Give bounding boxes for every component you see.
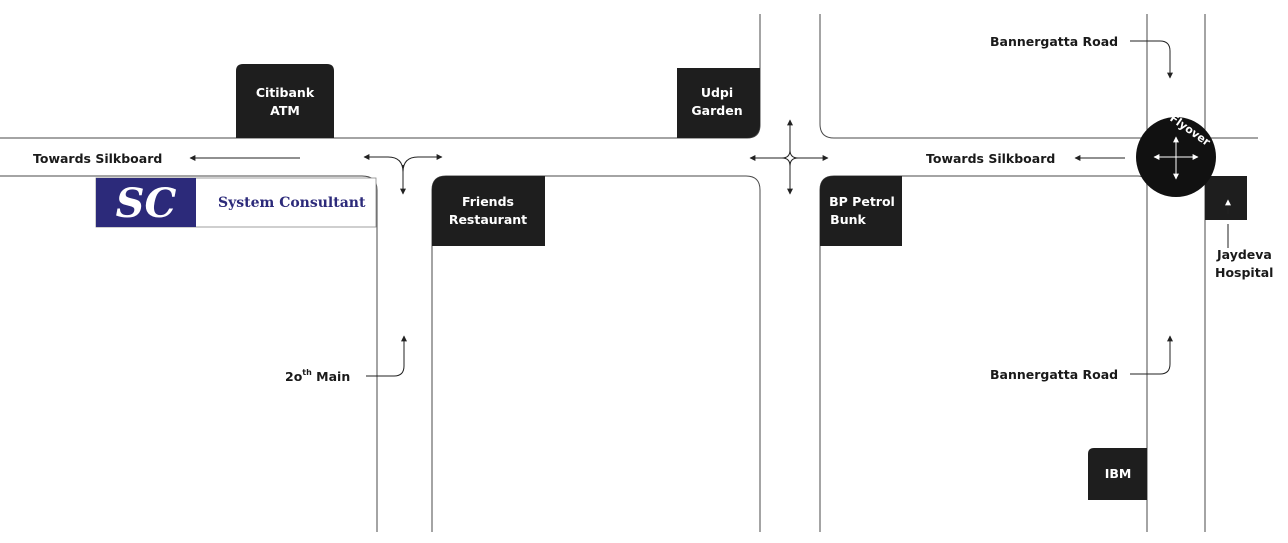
flyover-roundabout: Flyover bbox=[1136, 112, 1216, 197]
logo-name: System Consultant bbox=[218, 195, 366, 211]
label-towards-silkboard-right: Towards Silkboard bbox=[926, 151, 1055, 166]
junction-arrow-left bbox=[363, 154, 404, 173]
label-jaydeva-2: Hospital bbox=[1215, 265, 1273, 280]
label-jaydeva-1: Jaydeva bbox=[1216, 247, 1272, 262]
label-bannergatta-top: Bannergatta Road bbox=[990, 34, 1118, 49]
arrow-bannergatta-top bbox=[1130, 40, 1173, 79]
system-consultant-logo: SC System Consultant bbox=[95, 177, 377, 228]
svg-text:Citibank: Citibank bbox=[256, 85, 315, 100]
svg-text:ATM: ATM bbox=[270, 103, 300, 118]
main-road-bottom-left bbox=[0, 175, 378, 532]
main-road-top-edge bbox=[0, 14, 761, 139]
junction-arrow-right bbox=[402, 154, 443, 173]
landmark-jaydeva-block bbox=[1205, 176, 1247, 220]
svg-text:Udpi: Udpi bbox=[701, 85, 733, 100]
svg-text:Restaurant: Restaurant bbox=[449, 212, 527, 227]
svg-text:Bunk: Bunk bbox=[830, 212, 866, 227]
landmark-udpi-garden: Udpi Garden bbox=[677, 68, 760, 138]
bannergatta-top-right-edge bbox=[1204, 14, 1258, 139]
label-20th-main: 2oth Main bbox=[285, 368, 350, 384]
landmark-citibank: Citibank ATM bbox=[236, 64, 334, 138]
landmark-friends-restaurant: Friends Restaurant bbox=[432, 176, 545, 246]
landmark-ibm: IBM bbox=[1088, 448, 1147, 500]
logo-mark: SC bbox=[116, 180, 177, 227]
arrow-20th-main bbox=[366, 335, 407, 377]
landmark-bp-petrol-bunk: BP Petrol Bunk bbox=[820, 176, 902, 246]
direction-arrows bbox=[189, 40, 1229, 377]
svg-text:BP Petrol: BP Petrol bbox=[829, 194, 895, 209]
label-bannergatta-bottom: Bannergatta Road bbox=[990, 367, 1118, 382]
map-labels: Towards Silkboard Towards Silkboard Bann… bbox=[33, 34, 1273, 384]
road-network bbox=[0, 14, 1258, 532]
arrow-bannergatta-bottom bbox=[1130, 335, 1173, 375]
label-towards-silkboard-left: Towards Silkboard bbox=[33, 151, 162, 166]
svg-text:Friends: Friends bbox=[462, 194, 514, 209]
svg-text:IBM: IBM bbox=[1105, 466, 1132, 481]
main-road-top-edge-right bbox=[819, 14, 1148, 139]
svg-text:Garden: Garden bbox=[691, 103, 742, 118]
